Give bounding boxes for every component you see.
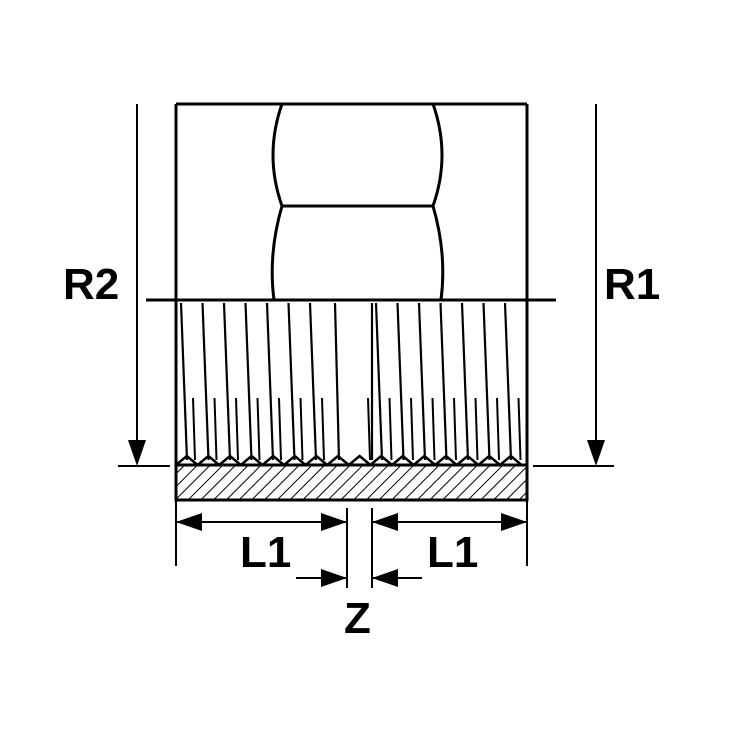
thread-line bbox=[308, 302, 318, 461]
thread-line bbox=[396, 302, 405, 461]
label-l1-right: L1 bbox=[427, 528, 478, 577]
l1-right-dimension bbox=[372, 513, 527, 531]
z-dimension bbox=[296, 569, 422, 587]
thread-line-minor bbox=[410, 397, 414, 461]
thread-line-minor bbox=[517, 397, 522, 461]
fitting-hex-body bbox=[174, 102, 529, 500]
thread-line-minor bbox=[431, 397, 436, 461]
thread-line-minor bbox=[278, 397, 282, 461]
thread-line bbox=[417, 302, 427, 461]
hatched-wall bbox=[174, 463, 529, 502]
thread-line bbox=[244, 302, 253, 461]
thread-line bbox=[179, 302, 189, 461]
r2-dimension bbox=[118, 104, 170, 467]
thread-line-minor bbox=[496, 397, 500, 461]
thread-teeth bbox=[175, 454, 527, 467]
label-r1: R1 bbox=[604, 260, 660, 309]
thread-gap-edge bbox=[333, 302, 341, 461]
label-r2: R2 bbox=[63, 260, 119, 309]
thread-line-minor bbox=[453, 397, 457, 461]
thread-line bbox=[287, 302, 296, 461]
l1-left-dimension bbox=[176, 513, 347, 531]
thread-line-minor bbox=[321, 397, 325, 461]
thread-line-minor bbox=[213, 397, 218, 461]
thread-line-minor bbox=[388, 397, 393, 461]
thread-line-minor bbox=[367, 397, 371, 461]
thread-line-minor bbox=[299, 397, 304, 461]
thread-line bbox=[503, 302, 513, 461]
thread-line bbox=[222, 302, 232, 461]
thread-line bbox=[439, 302, 448, 461]
r1-dimension bbox=[533, 104, 614, 467]
label-l1-left: L1 bbox=[240, 528, 291, 577]
thread-line-minor bbox=[256, 397, 261, 461]
thread-line-minor bbox=[235, 397, 239, 461]
thread-line-minor bbox=[474, 397, 479, 461]
label-z: Z bbox=[344, 594, 371, 643]
thread-line bbox=[201, 302, 210, 461]
thread-section bbox=[179, 302, 522, 461]
thread-line bbox=[265, 302, 275, 461]
thread-line bbox=[460, 302, 470, 461]
thread-line bbox=[374, 302, 384, 461]
thread-line bbox=[482, 302, 491, 461]
thread-line-minor bbox=[192, 397, 196, 461]
